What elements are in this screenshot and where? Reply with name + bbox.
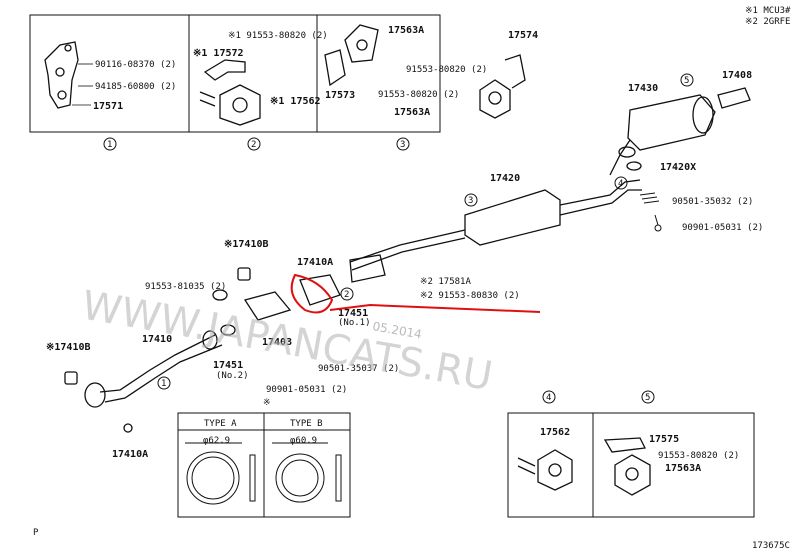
d5-part-1: 17575 — [649, 434, 679, 445]
d2-part-3: ※1 17562 — [270, 96, 321, 107]
part-17451-no1-sub: (No.1) — [338, 318, 371, 328]
detail-num-4: 4 — [546, 393, 551, 403]
main-circle-4: 4 — [618, 179, 623, 189]
panel-num-3: 3 — [400, 140, 405, 150]
main-circle-5: 5 — [684, 76, 689, 86]
d3-part-5: 17573 — [325, 90, 355, 101]
d1-part-2: 94185-60800 (2) — [95, 82, 176, 92]
part-17403: 17403 — [262, 337, 292, 348]
part-17451-no2-sub: (No.2) — [216, 371, 249, 381]
part-91553-80830: ※2 91553-80830 (2) — [420, 291, 520, 301]
d5-part-2: 91553-80820 (2) — [658, 451, 739, 461]
part-17410A-bottom: 17410A — [112, 449, 148, 460]
center-muffler-pipe — [349, 179, 642, 283]
highlight-marker — [290, 273, 541, 314]
gasket-type-a: TYPE A — [204, 419, 237, 429]
gasket-dim-b: φ60.9 — [290, 436, 317, 446]
footer-right: 173675C — [752, 541, 790, 551]
panel-num-2: 2 — [251, 140, 256, 150]
part-17430: 17430 — [628, 83, 658, 94]
detail-3-hangers — [324, 24, 526, 119]
part-90901-05031-b: 90901-05031 (2) — [266, 385, 347, 395]
part-90901-05031-a: 90901-05031 (2) — [682, 223, 763, 233]
part-17408: 17408 — [722, 70, 752, 81]
part-17420: 17420 — [490, 173, 520, 184]
front-pipe-assembly — [64, 267, 341, 433]
main-circle-1: 1 — [161, 379, 166, 389]
gasket-box — [177, 412, 351, 518]
tail-pipe-assembly — [609, 87, 751, 176]
part-17451-no1: 17451 — [338, 308, 368, 319]
detail-panels-top — [29, 14, 441, 133]
d3-part-4: 91553-80820 (2) — [378, 90, 459, 100]
gasket-type-b: TYPE B — [290, 419, 323, 429]
d3-part-1: 17563A — [388, 25, 424, 36]
part-17410B-left: ※17410B — [46, 342, 91, 353]
note-1: ※1 MCU3# — [745, 6, 791, 16]
right-fasteners — [639, 192, 662, 232]
part-90501-35032: 90501-35032 (2) — [672, 197, 753, 207]
d3-part-3: 91553-80820 (2) — [406, 65, 487, 75]
d3-part-2: 17574 — [508, 30, 538, 41]
d3-part-6: 17563A — [394, 107, 430, 118]
part-17410: 17410 — [142, 334, 172, 345]
note-2: ※2 2GRFE — [745, 17, 790, 27]
part-91553-81035: 91553-81035 (2) — [145, 282, 226, 292]
d5-part-3: 17563A — [665, 463, 701, 474]
detail-1-bracket — [44, 41, 79, 109]
detail-4-5-parts — [517, 437, 651, 496]
detail-2-hanger — [199, 59, 261, 126]
d1-part-1: 90116-08370 (2) — [95, 60, 176, 70]
part-17410B-top: ※17410B — [224, 239, 269, 250]
gasket-star: ※ — [263, 398, 271, 408]
main-circle-3: 3 — [468, 196, 473, 206]
d2-part-1: ※1 91553-80820 (2) — [228, 31, 328, 41]
part-17420X: 17420X — [660, 162, 696, 173]
part-17581A: ※2 17581A — [420, 277, 471, 287]
detail-num-5: 5 — [645, 393, 650, 403]
part-17410A-top: 17410A — [297, 257, 333, 268]
footer-left: P — [33, 528, 39, 538]
part-17451-no2: 17451 — [213, 360, 243, 371]
part-90501-35037: 90501-35037 (2) — [318, 364, 399, 374]
gasket-dim-a: φ62.9 — [203, 436, 230, 446]
detail-panels-bottom — [507, 390, 755, 518]
d2-part-2: ※1 17572 — [193, 48, 244, 59]
main-circle-2: 2 — [344, 290, 349, 300]
d4-part-1: 17562 — [540, 427, 570, 438]
panel-num-1: 1 — [107, 140, 112, 150]
d1-part-3: 17571 — [93, 101, 123, 112]
